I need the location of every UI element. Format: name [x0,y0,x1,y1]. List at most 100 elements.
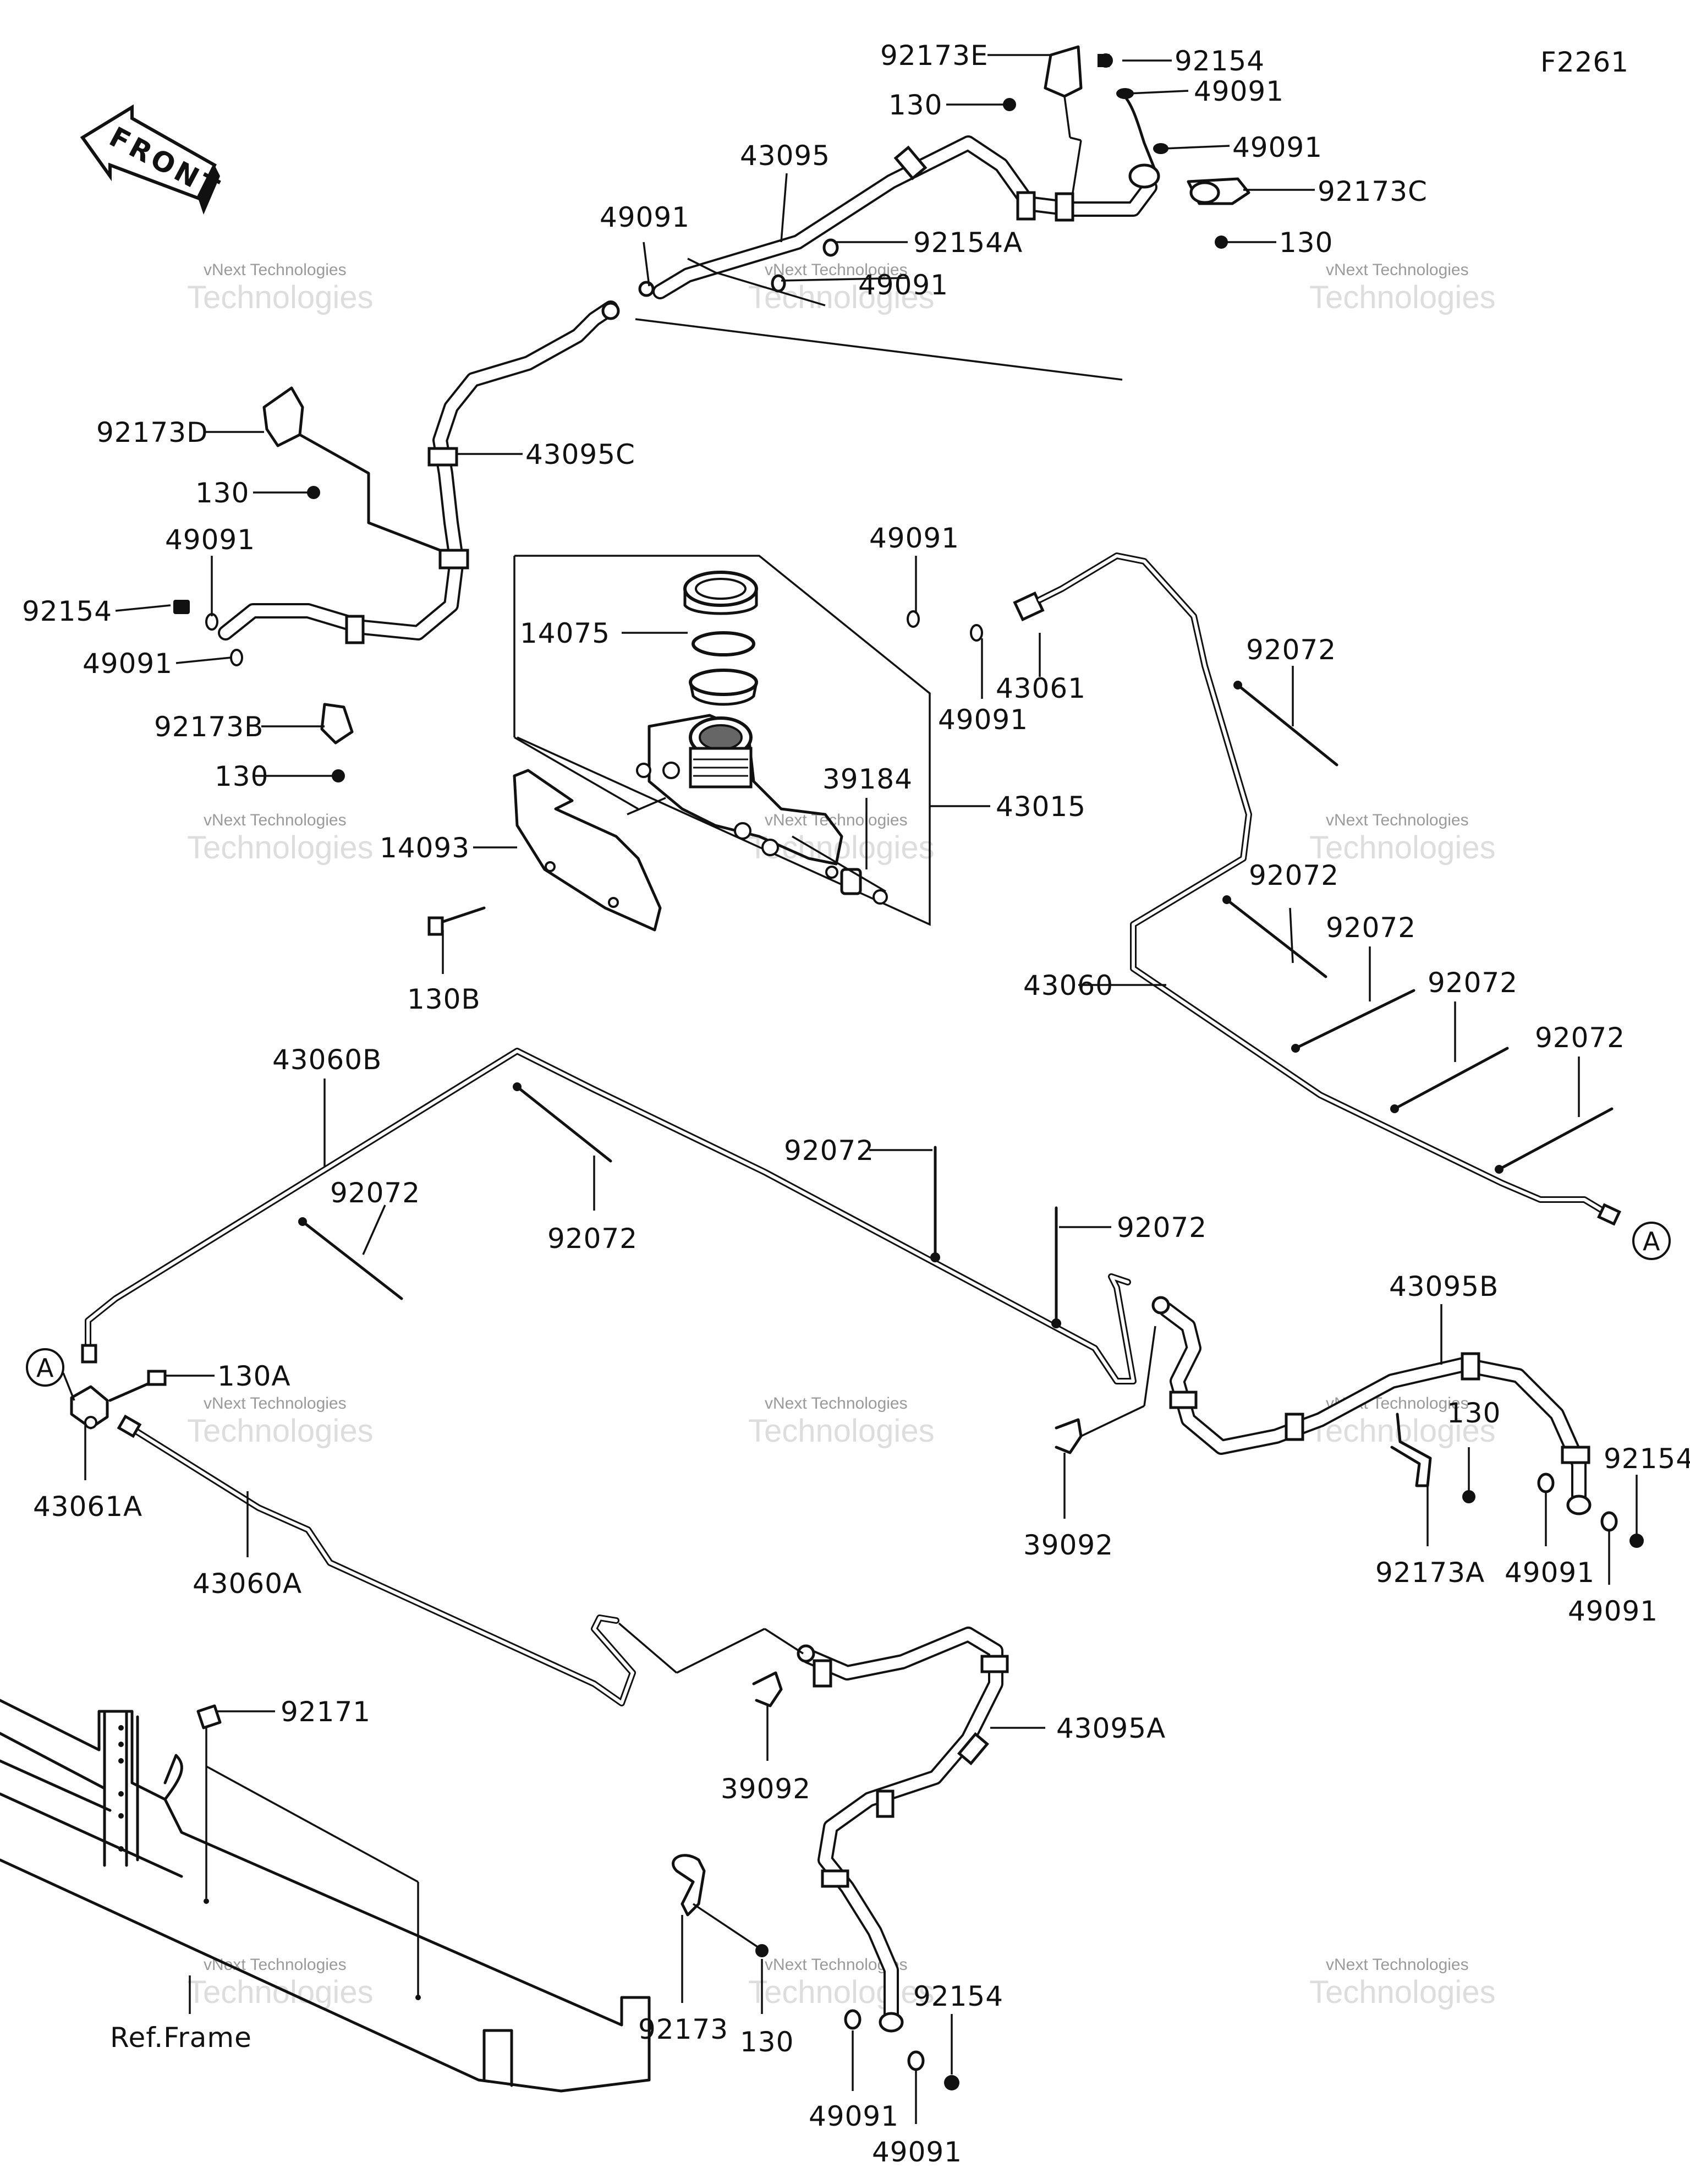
bracket-39092 [1055,1326,1156,1454]
watermark-text: Technologies [187,1974,374,2010]
part-label: 49091 [1232,132,1323,163]
watermark-text: Technologies [748,1413,935,1449]
part-label: 130 [888,89,942,121]
clip-92072 [1233,681,1338,767]
master-cylinder-43015 [513,555,931,926]
clip-92072 [1222,895,1327,978]
bracket-92173E [1044,45,1083,193]
leader-lines [84,54,1638,2124]
part-label: 92173 [638,2013,728,2045]
washer-icon [844,2009,959,2090]
part-label: 49091 [872,2136,962,2168]
part-label: 92173D [96,417,208,448]
watermark-text: Technologies [187,830,374,866]
watermark-text: Technologies [748,1974,935,2010]
part-label: 130 [740,2026,794,2058]
part-label: 92072 [1326,912,1416,944]
bolt-icon [173,236,1228,782]
part-label: 130 [195,477,249,509]
watermark-text: vNext Technologies [204,261,347,279]
watermark-text: vNext Technologies [1326,261,1469,279]
part-label: 130 [1279,227,1333,259]
clip-92072 [1390,1047,1509,1113]
bracket-92173B [320,703,354,745]
part-label: 92072 [1246,634,1336,666]
watermark-group: vNext Technologies Technologies vNext Te… [187,261,1496,2010]
part-label: 43095C [525,439,635,470]
part-label: 92154 [1175,45,1265,77]
part-label: 92154 [1604,1443,1690,1475]
part-label: 92154 [22,595,112,627]
part-label: 49091 [1568,1595,1658,1627]
part-label: 43060 [1023,970,1113,1001]
watermark-text: Technologies [187,280,374,315]
washer-icon [1116,88,1168,154]
watermark-text: vNext Technologies [765,811,908,829]
watermark-text: vNext Technologies [204,811,347,829]
part-labels: 92173E 92154 130 49091 49091 92173C 130 … [22,40,1690,2168]
hose-43095B [1151,1296,1592,1515]
figure-code: F2261 [1540,46,1629,78]
bolt-130B-icon [427,906,486,974]
hose-43095A [797,1627,1009,2033]
ref-frame-label: Ref.Frame [110,2022,252,2054]
bracket-92173C [1187,177,1250,205]
part-label: 43015 [996,791,1086,823]
part-label: 130 [1447,1397,1501,1429]
part-label: 49091 [1505,1557,1595,1589]
part-label: 49091 [600,201,690,233]
part-label: 130 [215,760,268,792]
clip-92072 [1495,1107,1614,1174]
part-label: 49091 [165,524,255,556]
bracket-92173D [262,386,442,552]
clip-92072 [1051,1206,1061,1328]
watermark-text: vNext Technologies [204,1394,347,1413]
part-label: 92154A [913,227,1023,259]
hose-43095 [652,92,1160,299]
part-label: 49091 [858,269,948,301]
watermark-text: Technologies [1309,1974,1496,2010]
bracket-92173 [672,1854,769,1957]
part-label: 39092 [721,1773,811,1805]
part-label: 92171 [281,1696,371,1728]
part-label: 49091 [938,704,1028,736]
part-label: 92154 [913,1980,1003,2012]
clip-92072 [1291,989,1415,1053]
part-label: 92072 [1535,1022,1625,1054]
frame-ref [0,1699,651,2093]
bolt-icon [1003,98,1016,111]
part-label: 39184 [822,763,913,795]
hose-43095C [218,281,655,644]
bolt-icon [1098,53,1113,68]
ref-line [687,258,716,273]
part-label: 92173C [1318,176,1428,207]
part-label: 92072 [1428,967,1518,999]
part-label: 92072 [1117,1212,1207,1244]
heat-guard-14093 [513,769,666,932]
watermark-text: vNext Technologies [1326,811,1469,829]
watermark-text: vNext Technologies [1326,1956,1469,1974]
clip-92072 [930,1146,940,1262]
part-label: 43061 [996,672,1086,704]
part-label: 130B [407,983,481,1015]
part-label: 49091 [869,522,959,554]
part-label: 49091 [809,2100,899,2132]
part-label: 92072 [330,1177,420,1209]
circle-ref-a: A [1643,1227,1660,1256]
part-label: 39092 [1023,1529,1113,1561]
clip-92072 [298,1217,403,1300]
watermark-text: Technologies [1309,830,1496,866]
part-label: 14075 [520,617,610,649]
part-label: 92173B [154,711,264,743]
junction-43061A: A [26,1348,167,1430]
part-label: 92072 [1249,860,1339,891]
clip-92072 [513,1082,612,1163]
brake-line-43060B [81,1048,1137,1384]
part-label: 43095B [1389,1271,1499,1302]
circle-ref-a: A [36,1353,54,1383]
bracket-39092 [618,1622,804,1707]
part-label: 92072 [547,1223,638,1255]
part-label: 92072 [784,1135,874,1167]
part-label: 130A [217,1360,291,1392]
